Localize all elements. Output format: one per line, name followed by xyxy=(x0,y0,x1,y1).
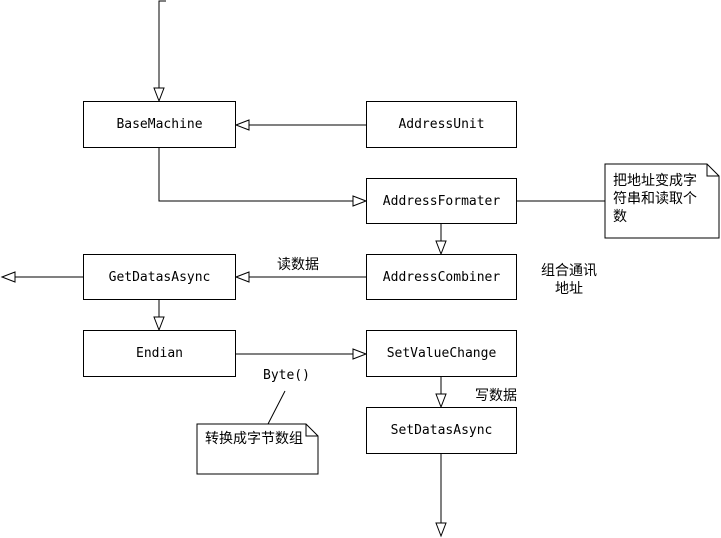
arrowhead-into-base xyxy=(153,87,165,103)
entry-connector xyxy=(158,0,166,101)
arrowhead-exit-bottom xyxy=(435,522,447,538)
base-machine-label: BaseMachine xyxy=(116,117,203,132)
byte-call-label: Byte() xyxy=(263,368,310,383)
address-unit-node: AddressUnit xyxy=(366,101,517,148)
arrowhead-into-setdatas xyxy=(435,393,447,409)
endian-label: Endian xyxy=(136,346,183,361)
read-data-label: 读数据 xyxy=(277,257,319,273)
formater-note-fold xyxy=(706,164,719,177)
address-formater-label: AddressFormater xyxy=(382,193,501,209)
combine-address-label: 组合通讯地址 xyxy=(541,263,597,297)
arrowhead-into-base-right xyxy=(234,119,250,131)
get-datas-async-node: GetDatasAsync xyxy=(83,254,236,300)
arrowhead-into-endian xyxy=(153,316,165,332)
byte-note-anchor xyxy=(267,390,286,425)
set-value-change-label: SetValueChange xyxy=(386,346,497,361)
base-to-formater-connector xyxy=(158,148,366,202)
arrowhead-into-combiner xyxy=(435,240,447,256)
arrowhead-into-formater xyxy=(352,195,368,207)
base-machine-node: BaseMachine xyxy=(83,101,236,148)
formater-note: 把地址变成字符串和读取个数 xyxy=(613,173,697,225)
set-value-change-node: SetValueChange xyxy=(366,330,517,377)
address-combiner-label: AddressCombiner xyxy=(382,269,501,285)
formater-note-shape xyxy=(604,163,720,239)
byte-note-fold xyxy=(305,424,318,437)
byte-note-shape xyxy=(196,423,319,475)
arrowhead-exit-left xyxy=(0,271,16,283)
write-data-label: 写数据 xyxy=(475,388,517,404)
arrowhead-into-setvalue xyxy=(352,348,368,360)
set-datas-async-label: SetDatasAsync xyxy=(390,423,493,438)
get-datas-async-label: GetDatasAsync xyxy=(108,269,211,285)
set-datas-async-node: SetDatasAsync xyxy=(366,407,517,454)
arrowhead-into-getdatas xyxy=(234,271,250,283)
endian-node: Endian xyxy=(83,330,236,377)
address-combiner-node: AddressCombiner xyxy=(366,254,517,300)
address-unit-label: AddressUnit xyxy=(398,117,485,132)
byte-note: 转换成字节数组 xyxy=(205,431,303,447)
address-formater-node: AddressFormater xyxy=(366,178,517,224)
